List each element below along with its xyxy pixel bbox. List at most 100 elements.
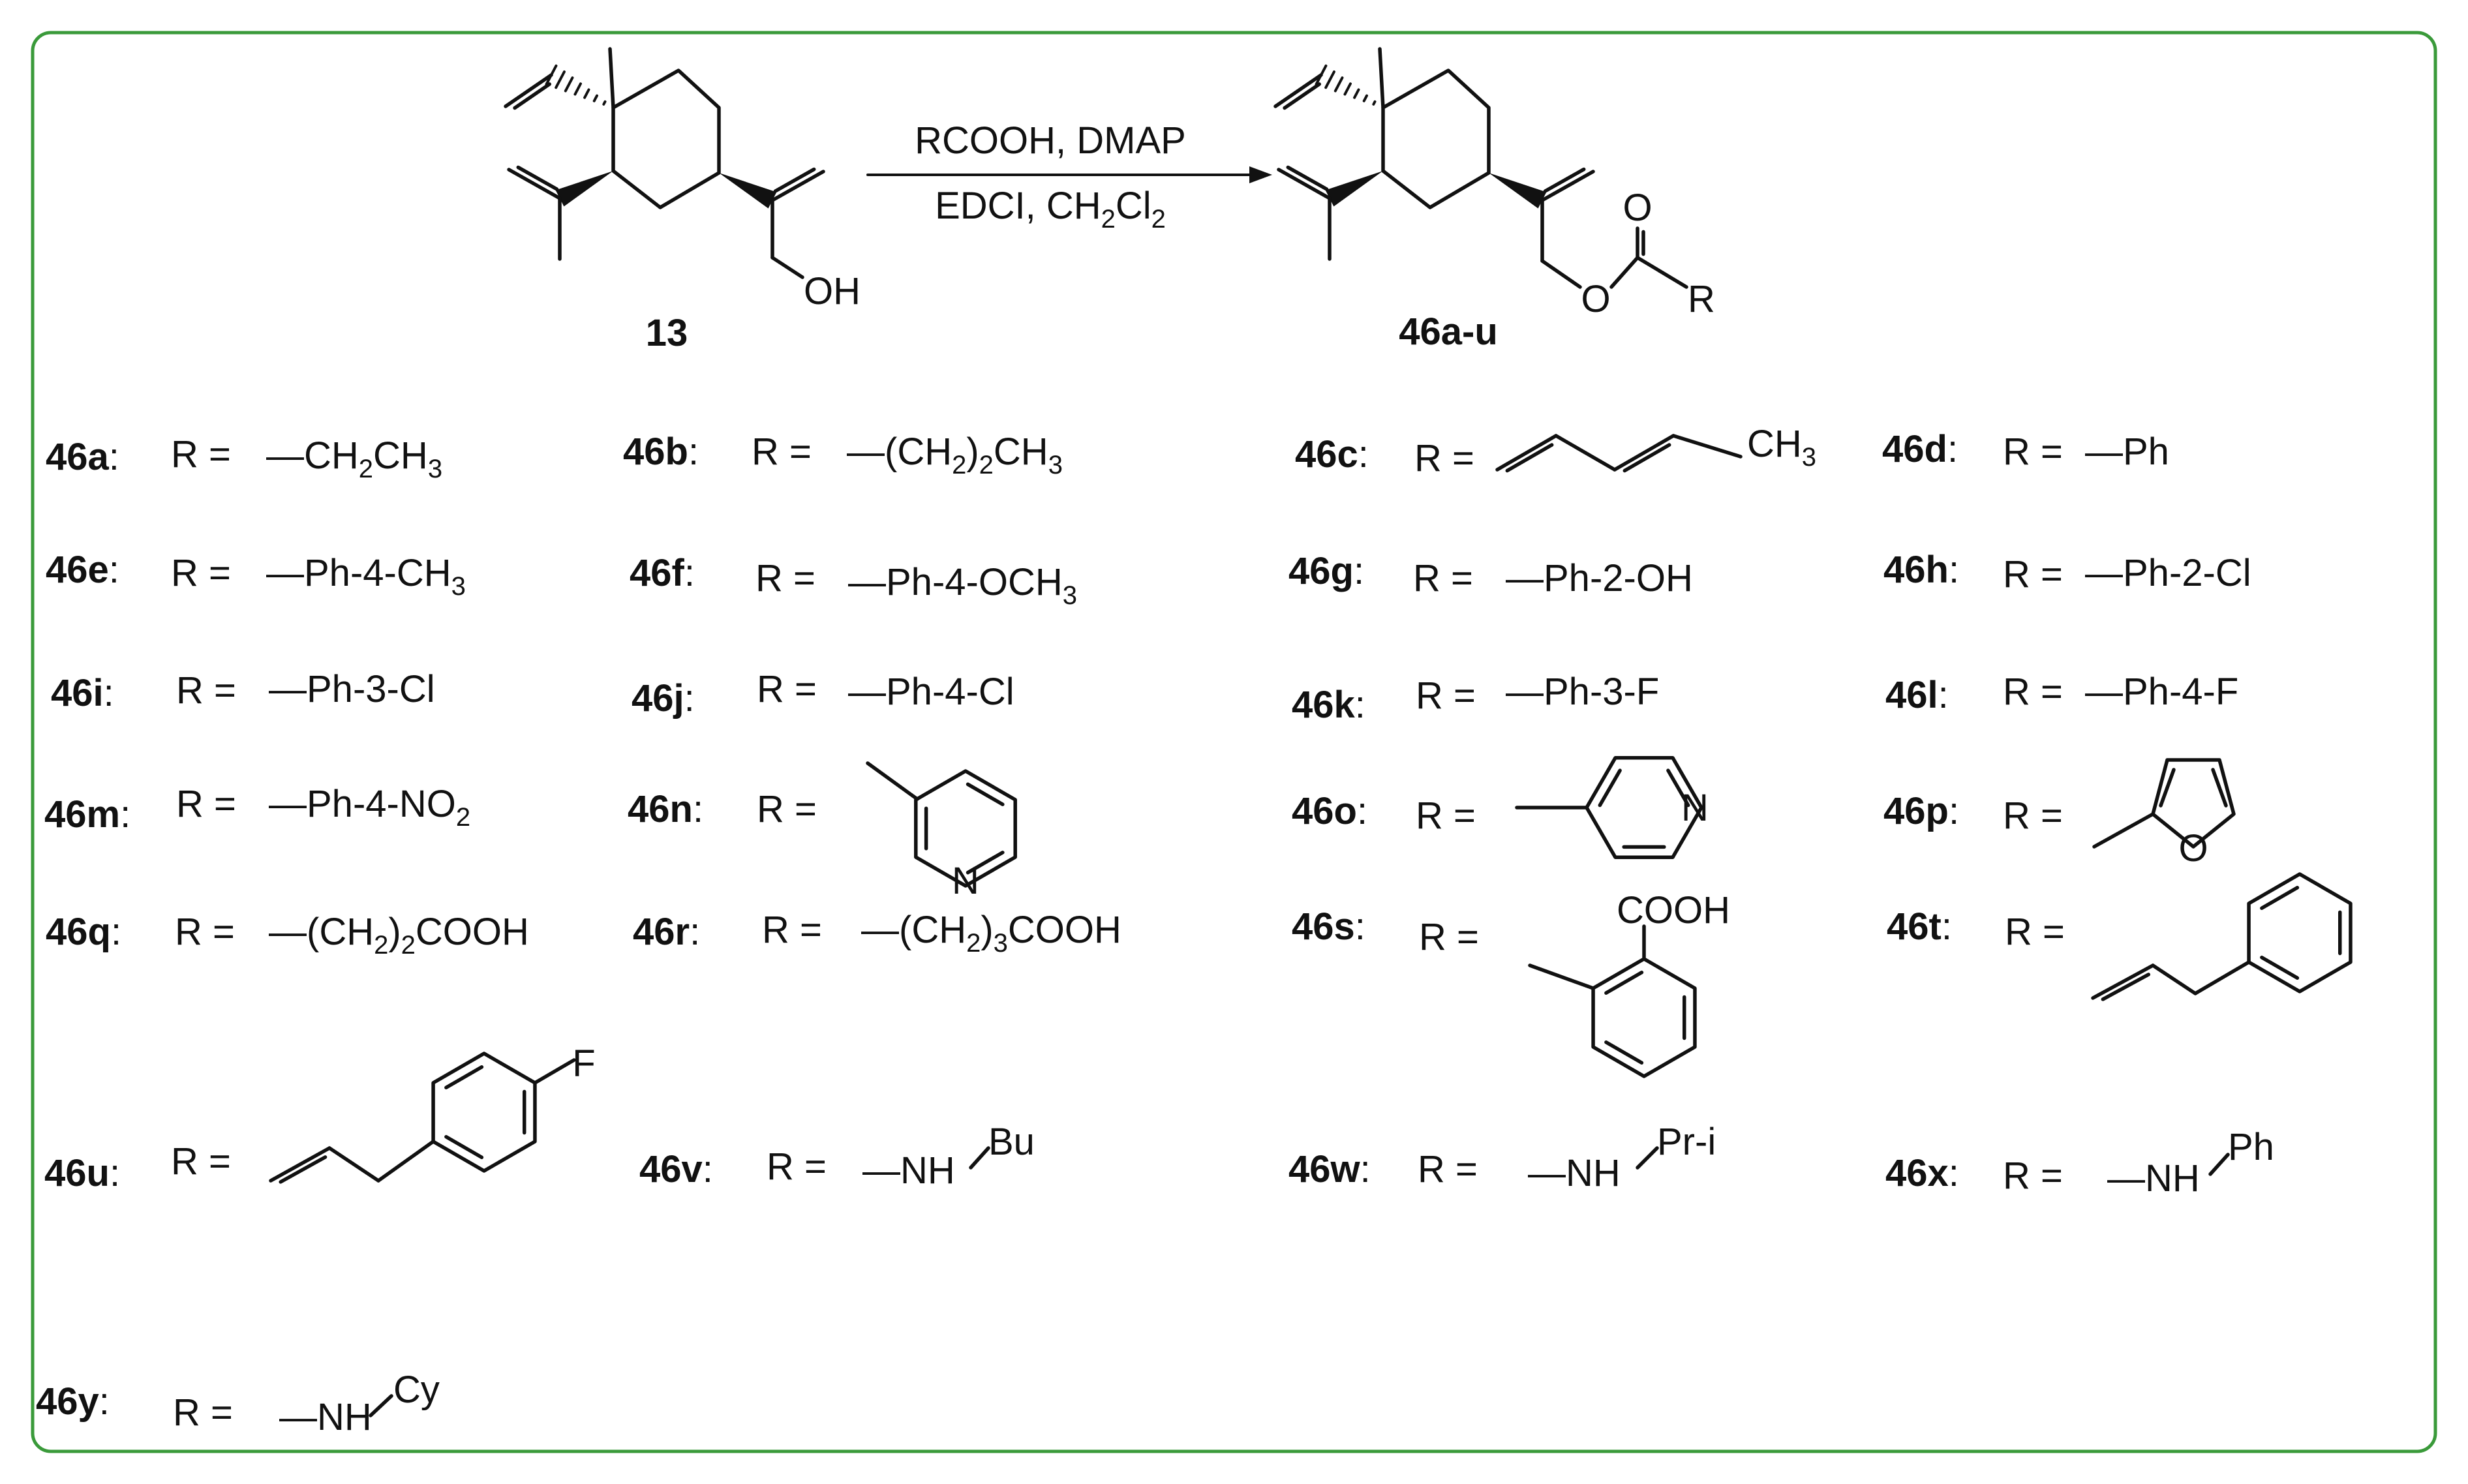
frame-border xyxy=(31,31,2437,1453)
furan-inner-bond xyxy=(2159,768,2176,808)
entry-46j-formula: —Ph-4-Cl xyxy=(848,671,1014,713)
styryl-bond-46t xyxy=(2151,963,2197,995)
wedge-side-chain-bond xyxy=(1489,173,1547,209)
structure-13 xyxy=(504,47,825,279)
reaction-arrow xyxy=(866,166,1272,183)
hashed-vinyl-bond xyxy=(1315,64,1377,106)
entry-46b-formula: —(CH2)2CH3 xyxy=(847,431,1063,479)
styryl-aryl-bond-46t xyxy=(2193,960,2251,995)
entry-46x-sub: Ph xyxy=(2228,1126,2274,1168)
entry-46o-label: 46o: xyxy=(1292,790,1367,832)
hash-segment xyxy=(564,76,574,93)
nh-substituent-bond xyxy=(2208,1153,2230,1176)
hash-segment xyxy=(1372,100,1377,106)
furan-inner-bond xyxy=(2211,768,2228,808)
entry-46d-r: R = xyxy=(2003,431,2063,473)
styryl-double-bond-46u xyxy=(279,1155,328,1184)
aromatic-inner-bond xyxy=(966,851,1005,875)
nh-substituent-bond xyxy=(969,1146,990,1170)
entry-46d-formula: —Ph xyxy=(2085,431,2169,473)
structure-46a-u xyxy=(1273,47,1688,289)
c-oh-bond xyxy=(770,256,804,279)
entry-46x-label: 46x: xyxy=(1885,1152,1959,1194)
entry-46r-formula: —(CH2)3COOH xyxy=(861,909,1121,958)
exo-methylene-double-bond xyxy=(773,167,816,193)
entry-46b-r: R = xyxy=(752,431,812,473)
entry-46b-label: 46b: xyxy=(623,431,699,473)
isopropenyl-double-bond xyxy=(516,165,559,191)
entry-46v-nh: —NH xyxy=(862,1149,955,1192)
entry-46f-formula: —Ph-4-OCH3 xyxy=(848,561,1077,610)
hash-segment xyxy=(1343,82,1352,96)
wedge-isopropenyl-bond xyxy=(555,171,613,207)
entry-46p-label: 46p: xyxy=(1883,790,1959,832)
diene-bond-1 xyxy=(1495,434,1558,472)
styryl-double-bond-46u xyxy=(269,1146,331,1183)
aromatic-inner-bond xyxy=(1598,768,1622,808)
entry-46v-r: R = xyxy=(767,1145,827,1188)
styryl-bond-46u xyxy=(328,1146,380,1183)
aromatic-inner-bond xyxy=(1604,1040,1644,1065)
diene-bond-3 xyxy=(1622,443,1671,473)
methyl-bond xyxy=(1378,47,1385,110)
hash-segment xyxy=(583,88,590,99)
benzene-ring-46u xyxy=(431,1052,537,1173)
styryl-double-bond-46t xyxy=(2101,973,2151,1001)
vinyl-double-bond xyxy=(1273,73,1323,108)
entry-46c-ch3: CH3 xyxy=(1747,423,1816,472)
aromatic-inner-bond xyxy=(2260,955,2300,980)
entry-46s-label: 46s: xyxy=(1292,905,1365,948)
vinyl-double-bond xyxy=(513,82,552,110)
reagents-line2: EDCI, CH2Cl2 xyxy=(935,185,1166,234)
exo-methylene-double-bond xyxy=(1543,167,1586,193)
entry-46s-r: R = xyxy=(1419,916,1479,958)
c-f-bond-46u xyxy=(533,1058,576,1085)
bond-drawings xyxy=(269,47,2353,1417)
hashed-vinyl-bond xyxy=(545,64,607,106)
entry-46h-formula: —Ph-2-Cl xyxy=(2085,552,2251,594)
entry-46d-label: 46d: xyxy=(1882,428,1958,470)
hash-segment xyxy=(1353,88,1360,99)
entry-46j-r: R = xyxy=(757,668,817,710)
entry-46q-r: R = xyxy=(175,911,235,953)
entry-46g-label: 46g: xyxy=(1288,550,1364,592)
entry-46c-label: 46c: xyxy=(1295,433,1369,476)
entry-46e-label: 46e: xyxy=(46,549,119,591)
vinyl-double-bond xyxy=(1283,82,1322,110)
benzene-ring-46s xyxy=(1591,957,1697,1078)
entry-46h-label: 46h: xyxy=(1883,549,1959,591)
entry-46k-r: R = xyxy=(1416,674,1476,717)
aromatic-inner-bond xyxy=(444,1134,484,1159)
wedge-side-chain-bond xyxy=(719,173,777,209)
entry-46q-label: 46q: xyxy=(46,911,121,953)
styryl-double-bond-46t xyxy=(2091,963,2155,1000)
entry-46s-atom: COOH xyxy=(1617,889,1730,931)
entry-46m-r: R = xyxy=(176,783,236,825)
attach-bond-46p xyxy=(2092,812,2155,849)
entry-46f-label: 46f: xyxy=(630,552,695,594)
entry-46o-r: R = xyxy=(1416,795,1476,837)
isopropenyl-double-bond xyxy=(1277,168,1332,200)
isopropenyl-double-bond xyxy=(507,168,562,200)
aromatic-inner-bond xyxy=(1666,768,1690,808)
entry-46i-formula: —Ph-3-Cl xyxy=(269,668,435,710)
entry-46j-label: 46j: xyxy=(632,677,695,719)
isopropenyl-double-bond xyxy=(1286,165,1329,191)
entry-46v-label: 46v: xyxy=(639,1148,713,1190)
entry-46y-label: 46y: xyxy=(36,1380,110,1423)
hash-segment xyxy=(573,82,582,96)
entry-46m-label: 46m: xyxy=(44,793,130,836)
hash-segment xyxy=(1362,94,1368,102)
entry-46u-r: R = xyxy=(171,1140,231,1183)
furan-ring-46p xyxy=(2151,758,2236,849)
entry-46a-r: R = xyxy=(171,433,231,476)
entry-46a-label: 46a: xyxy=(46,436,119,478)
entry-46t-label: 46t: xyxy=(1887,905,1952,948)
entry-46e-r: R = xyxy=(171,552,231,594)
diene-bond-3 xyxy=(1613,434,1675,472)
start-oh: OH xyxy=(804,270,861,312)
product-o-ester: O xyxy=(1581,278,1610,320)
entry-46n-label: 46n: xyxy=(628,788,703,830)
entry-46l-label: 46l: xyxy=(1885,674,1949,716)
aromatic-inner-bond xyxy=(1604,971,1644,995)
